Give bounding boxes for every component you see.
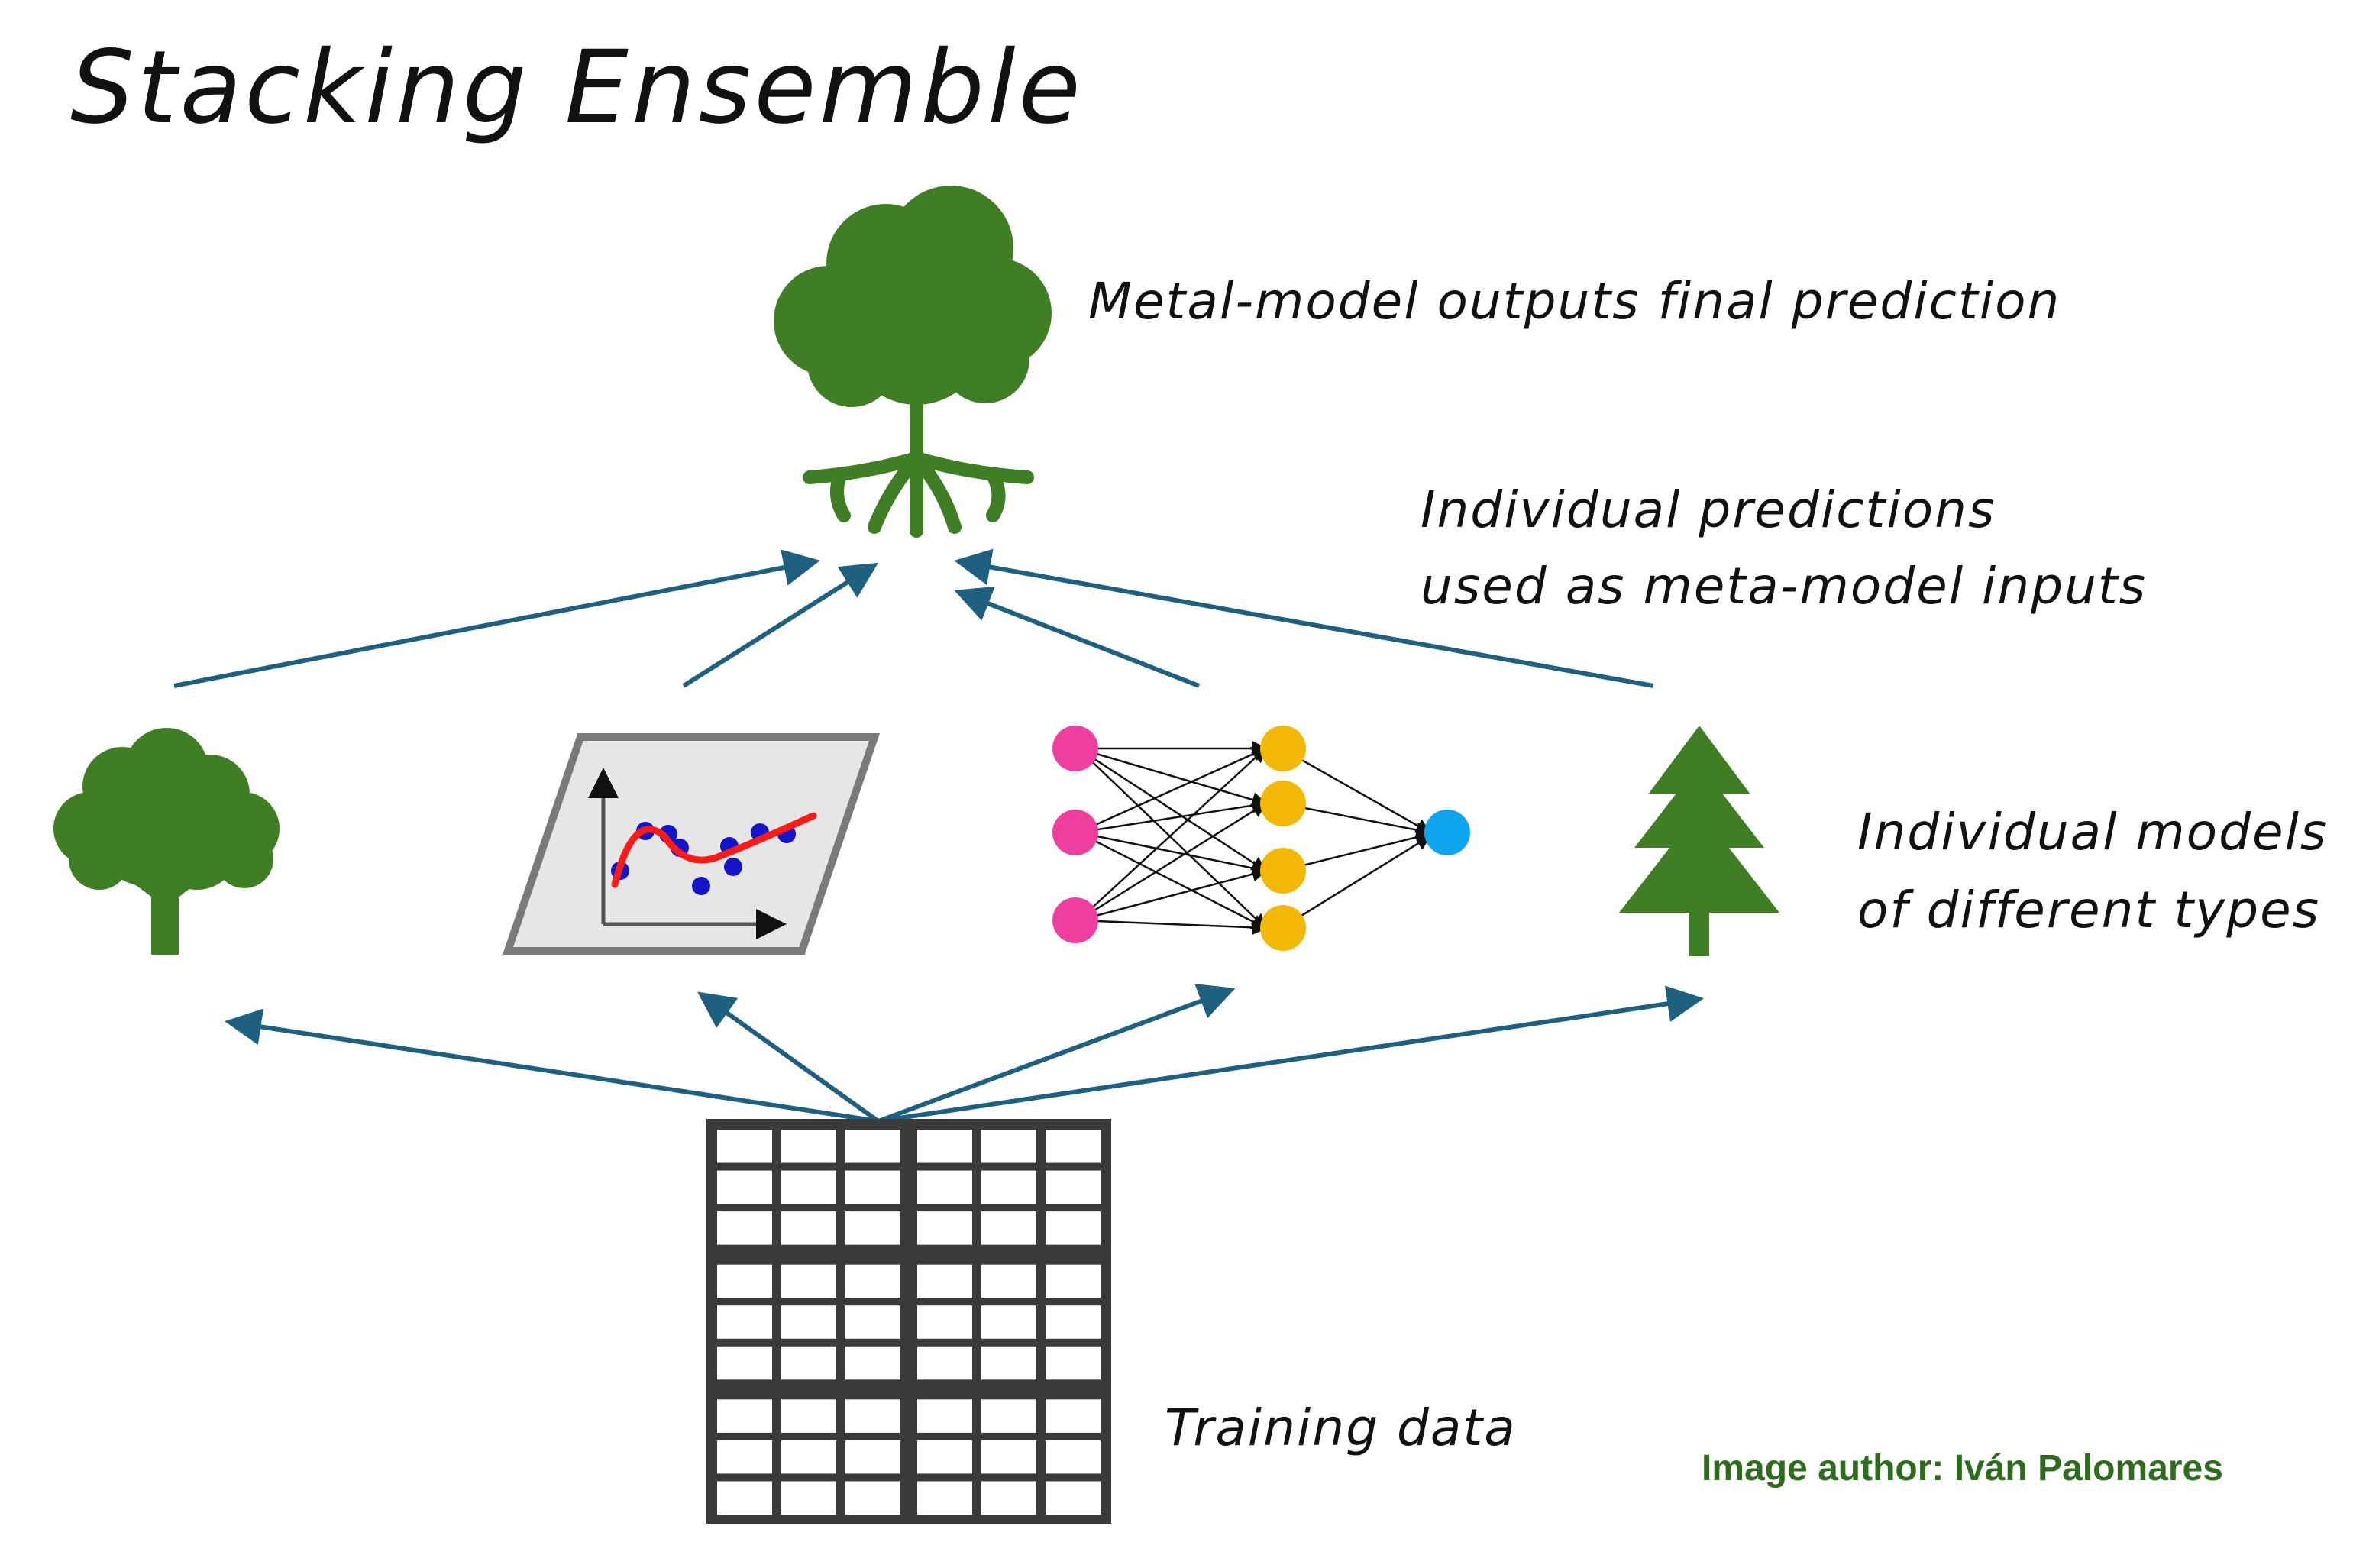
models-label-line1: Individual models [1857, 803, 2329, 862]
arrow-network-to-meta [954, 586, 1201, 688]
data-grid-cell [781, 1305, 836, 1339]
data-grid-cell [981, 1211, 1036, 1245]
prediction-arrows [173, 548, 1654, 688]
data-grid-cell [781, 1481, 836, 1515]
predictions-label-line2: used as meta-model inputs [1421, 557, 2148, 616]
data-grid-cell [781, 1170, 836, 1204]
arrow-regression-to-meta [682, 562, 879, 688]
data-grid-cell [717, 1211, 772, 1245]
data-grid-icon [706, 1119, 1111, 1524]
data-grid-cell [917, 1399, 972, 1433]
data-grid-cell [981, 1305, 1036, 1339]
data-grid-cell [845, 1346, 900, 1380]
predictions-label-line1: Individual predictions [1421, 480, 1996, 539]
data-grid-cell [981, 1170, 1036, 1204]
data-grid-cell [845, 1170, 900, 1204]
data-grid-cell [717, 1170, 772, 1204]
data-grid-cell [717, 1130, 772, 1163]
nn-hidden-node [1260, 848, 1306, 894]
data-grid-cell [917, 1264, 972, 1298]
training-data-label: Training data [1165, 1398, 1517, 1457]
data-grid-cell [1046, 1130, 1101, 1163]
page-title: Stacking Ensemble [70, 29, 1084, 147]
nn-input-node [1052, 726, 1098, 771]
data-grid-cell [717, 1440, 772, 1474]
data-grid-cell [981, 1130, 1036, 1163]
data-grid-cell [981, 1481, 1036, 1515]
arrow-data-to-pine [878, 985, 1704, 1123]
data-grid-cell [1046, 1481, 1101, 1515]
data-grid-cell [917, 1346, 972, 1380]
data-grid-cell [845, 1481, 900, 1515]
data-grid-cell [1046, 1170, 1101, 1204]
data-grid-cell [981, 1399, 1036, 1433]
image-credit: Image author: Iván Palomares [1702, 1448, 2223, 1489]
data-grid-cell [717, 1481, 772, 1515]
data-grid-cell [845, 1264, 900, 1298]
tree-with-roots-icon [774, 186, 1052, 538]
data-grid-cell [917, 1130, 972, 1163]
data-grid-cell [845, 1211, 900, 1245]
pine-tree-icon [1619, 726, 1779, 956]
regression-plot-icon [503, 733, 880, 955]
data-grid-cell [917, 1211, 972, 1245]
arrow-tree-to-meta [173, 549, 820, 688]
nn-input-node [1052, 897, 1098, 943]
data-grid-cell [917, 1170, 972, 1204]
data-grid-frame [706, 1119, 1111, 1524]
data-grid-cell [917, 1440, 972, 1474]
data-grid-cell [981, 1346, 1036, 1380]
arrow-pine-to-meta [954, 548, 1654, 688]
data-grid-cell [717, 1399, 772, 1433]
training-arrows [225, 984, 1704, 1123]
data-grid-cell [981, 1264, 1036, 1298]
data-grid-cell [917, 1481, 972, 1515]
arrow-data-to-tree [225, 1008, 879, 1123]
data-grid-cell [1046, 1211, 1101, 1245]
nn-hidden-node [1260, 905, 1306, 951]
arrow-data-to-regression [697, 991, 880, 1123]
data-grid-cell [717, 1305, 772, 1339]
data-grid-cell [781, 1440, 836, 1474]
data-grid-cell [845, 1440, 900, 1474]
data-grid-cell [717, 1264, 772, 1298]
data-grid-cell [1046, 1264, 1101, 1298]
data-grid-cell [981, 1440, 1036, 1474]
data-grid-cell [845, 1305, 900, 1339]
nn-hidden-node [1260, 726, 1306, 771]
data-grid-cell [781, 1264, 836, 1298]
data-grid-cell [781, 1346, 836, 1380]
data-grid-cell [1046, 1399, 1101, 1433]
data-grid-cell [717, 1346, 772, 1380]
nn-input-node [1052, 810, 1098, 855]
data-grid-cell [1046, 1440, 1101, 1474]
data-grid-cell [1046, 1305, 1101, 1339]
meta-model-label: Metal-model outputs final prediction [1088, 272, 2061, 331]
nn-output-node [1424, 810, 1470, 855]
deciduous-tree-icon [53, 728, 280, 955]
nn-hidden-node [1260, 781, 1306, 826]
arrow-data-to-network [877, 984, 1236, 1123]
data-grid-cell [781, 1399, 836, 1433]
data-grid-cell [1046, 1346, 1101, 1380]
neural-network-icon [1052, 726, 1470, 951]
data-grid-cell [845, 1130, 900, 1163]
data-grid-cell [781, 1130, 836, 1163]
data-grid-cell [781, 1211, 836, 1245]
data-grid-cell [917, 1305, 972, 1339]
data-grid-cell [845, 1399, 900, 1433]
models-label-line2: of different types [1857, 881, 2321, 939]
